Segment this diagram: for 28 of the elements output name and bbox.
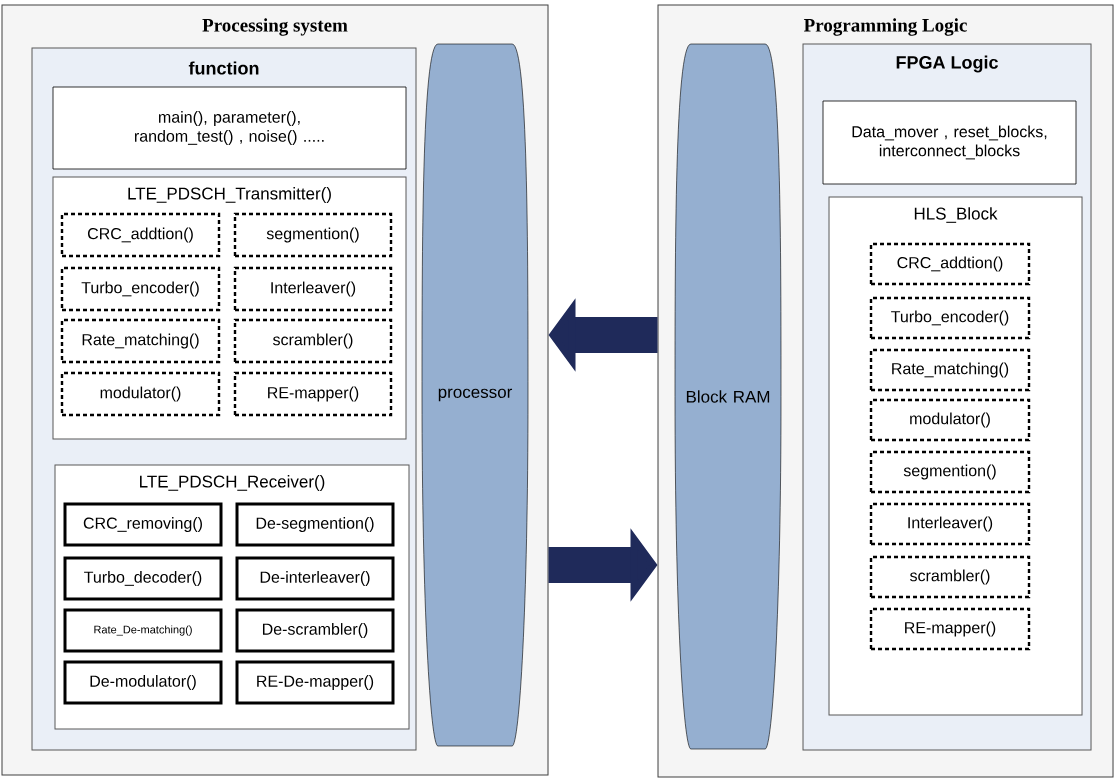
function-box: Interleaver(): [233, 266, 393, 312]
function-box: segmention(): [233, 212, 393, 258]
function-box: De-scrambler(): [235, 608, 395, 653]
function-box: CRC_addtion(): [60, 212, 221, 258]
function-box: segmention(): [869, 450, 1031, 494]
function-box: RE-De-mapper(): [235, 660, 395, 705]
function-box: RE-mapper(): [233, 371, 393, 417]
function-box: Rate_matching(): [60, 318, 221, 364]
function-box: De-segmention(): [235, 502, 395, 547]
function-box: De-modulator(): [63, 660, 223, 705]
function-box: modulator(): [60, 371, 221, 417]
column-shape: Block RAM: [674, 43, 782, 750]
function-box: Turbo_encoder(): [869, 296, 1031, 340]
function-box: CRC_addtion(): [869, 242, 1031, 286]
function-box: Turbo_encoder(): [60, 266, 221, 312]
function-box: Interleaver(): [869, 502, 1031, 546]
function-box: Rate_De-matching(): [63, 608, 223, 653]
function-box: scrambler(): [233, 318, 393, 364]
function-box: CRC_removing(): [63, 502, 223, 547]
column-shape: processor: [421, 43, 529, 747]
function-box: RE-mapper(): [869, 607, 1031, 651]
function-box: De-interleaver(): [235, 556, 395, 601]
function-box: Rate_matching(): [869, 348, 1031, 392]
text-box: Data_mover , reset_blocks, interconnect_blocks: [822, 100, 1077, 185]
function-box: scrambler(): [869, 555, 1031, 599]
function-box: Turbo_decoder(): [63, 556, 223, 601]
text-box: main(), parameter(), random_test() , noise() .....: [52, 86, 407, 170]
function-box: modulator(): [869, 398, 1031, 442]
